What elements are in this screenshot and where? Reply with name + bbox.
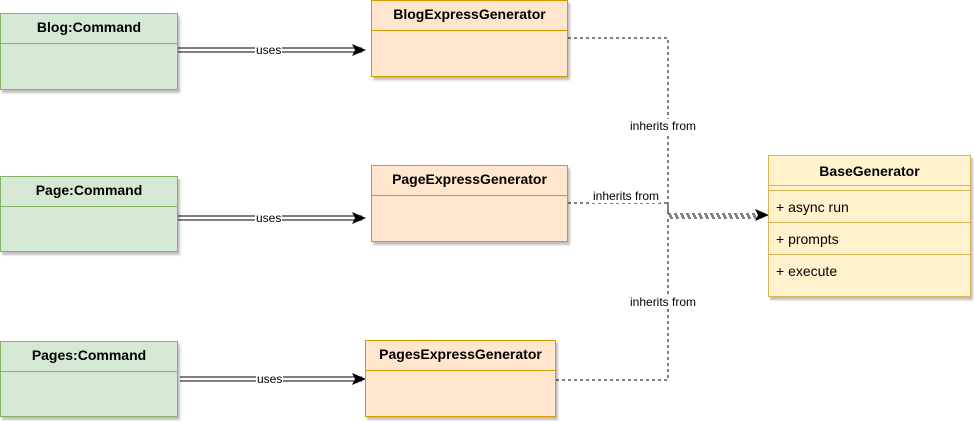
member-prompts[interactable]: + prompts [769,223,970,255]
member-execute[interactable]: + execute [776,263,838,279]
inherits-arrowhead [755,209,769,221]
uses-label-page: uses [255,211,283,225]
class-divider [769,185,970,191]
class-title: BaseGenerator [819,163,920,179]
page-express-generator-class[interactable]: PageExpressGenerator [371,165,568,242]
inherits-edge-page [568,202,760,217]
page-command-class[interactable]: Page:Command [0,176,178,252]
class-title: PagesExpressGenerator [366,341,555,371]
base-generator-class[interactable]: BaseGenerator + async run + prompts + ex… [768,155,971,297]
inherits-label-page: inherits from [592,189,661,203]
pages-command-class[interactable]: Pages:Command [0,341,178,417]
class-title: Blog:Command [1,14,177,44]
uses-label-pages: uses [256,372,284,386]
inherits-label-blog: inherits from [629,119,698,133]
class-title: BlogExpressGenerator [372,1,567,31]
blog-express-generator-class[interactable]: BlogExpressGenerator [371,0,568,77]
class-title: PageExpressGenerator [372,166,567,196]
blog-command-class[interactable]: Blog:Command [0,13,178,90]
pages-express-generator-class[interactable]: PagesExpressGenerator [365,340,556,417]
class-title: Pages:Command [1,342,177,372]
inherits-label-pages: inherits from [629,295,698,309]
class-title: Page:Command [1,177,177,207]
uses-label-blog: uses [255,43,283,57]
member-async-run[interactable]: + async run [769,191,970,223]
